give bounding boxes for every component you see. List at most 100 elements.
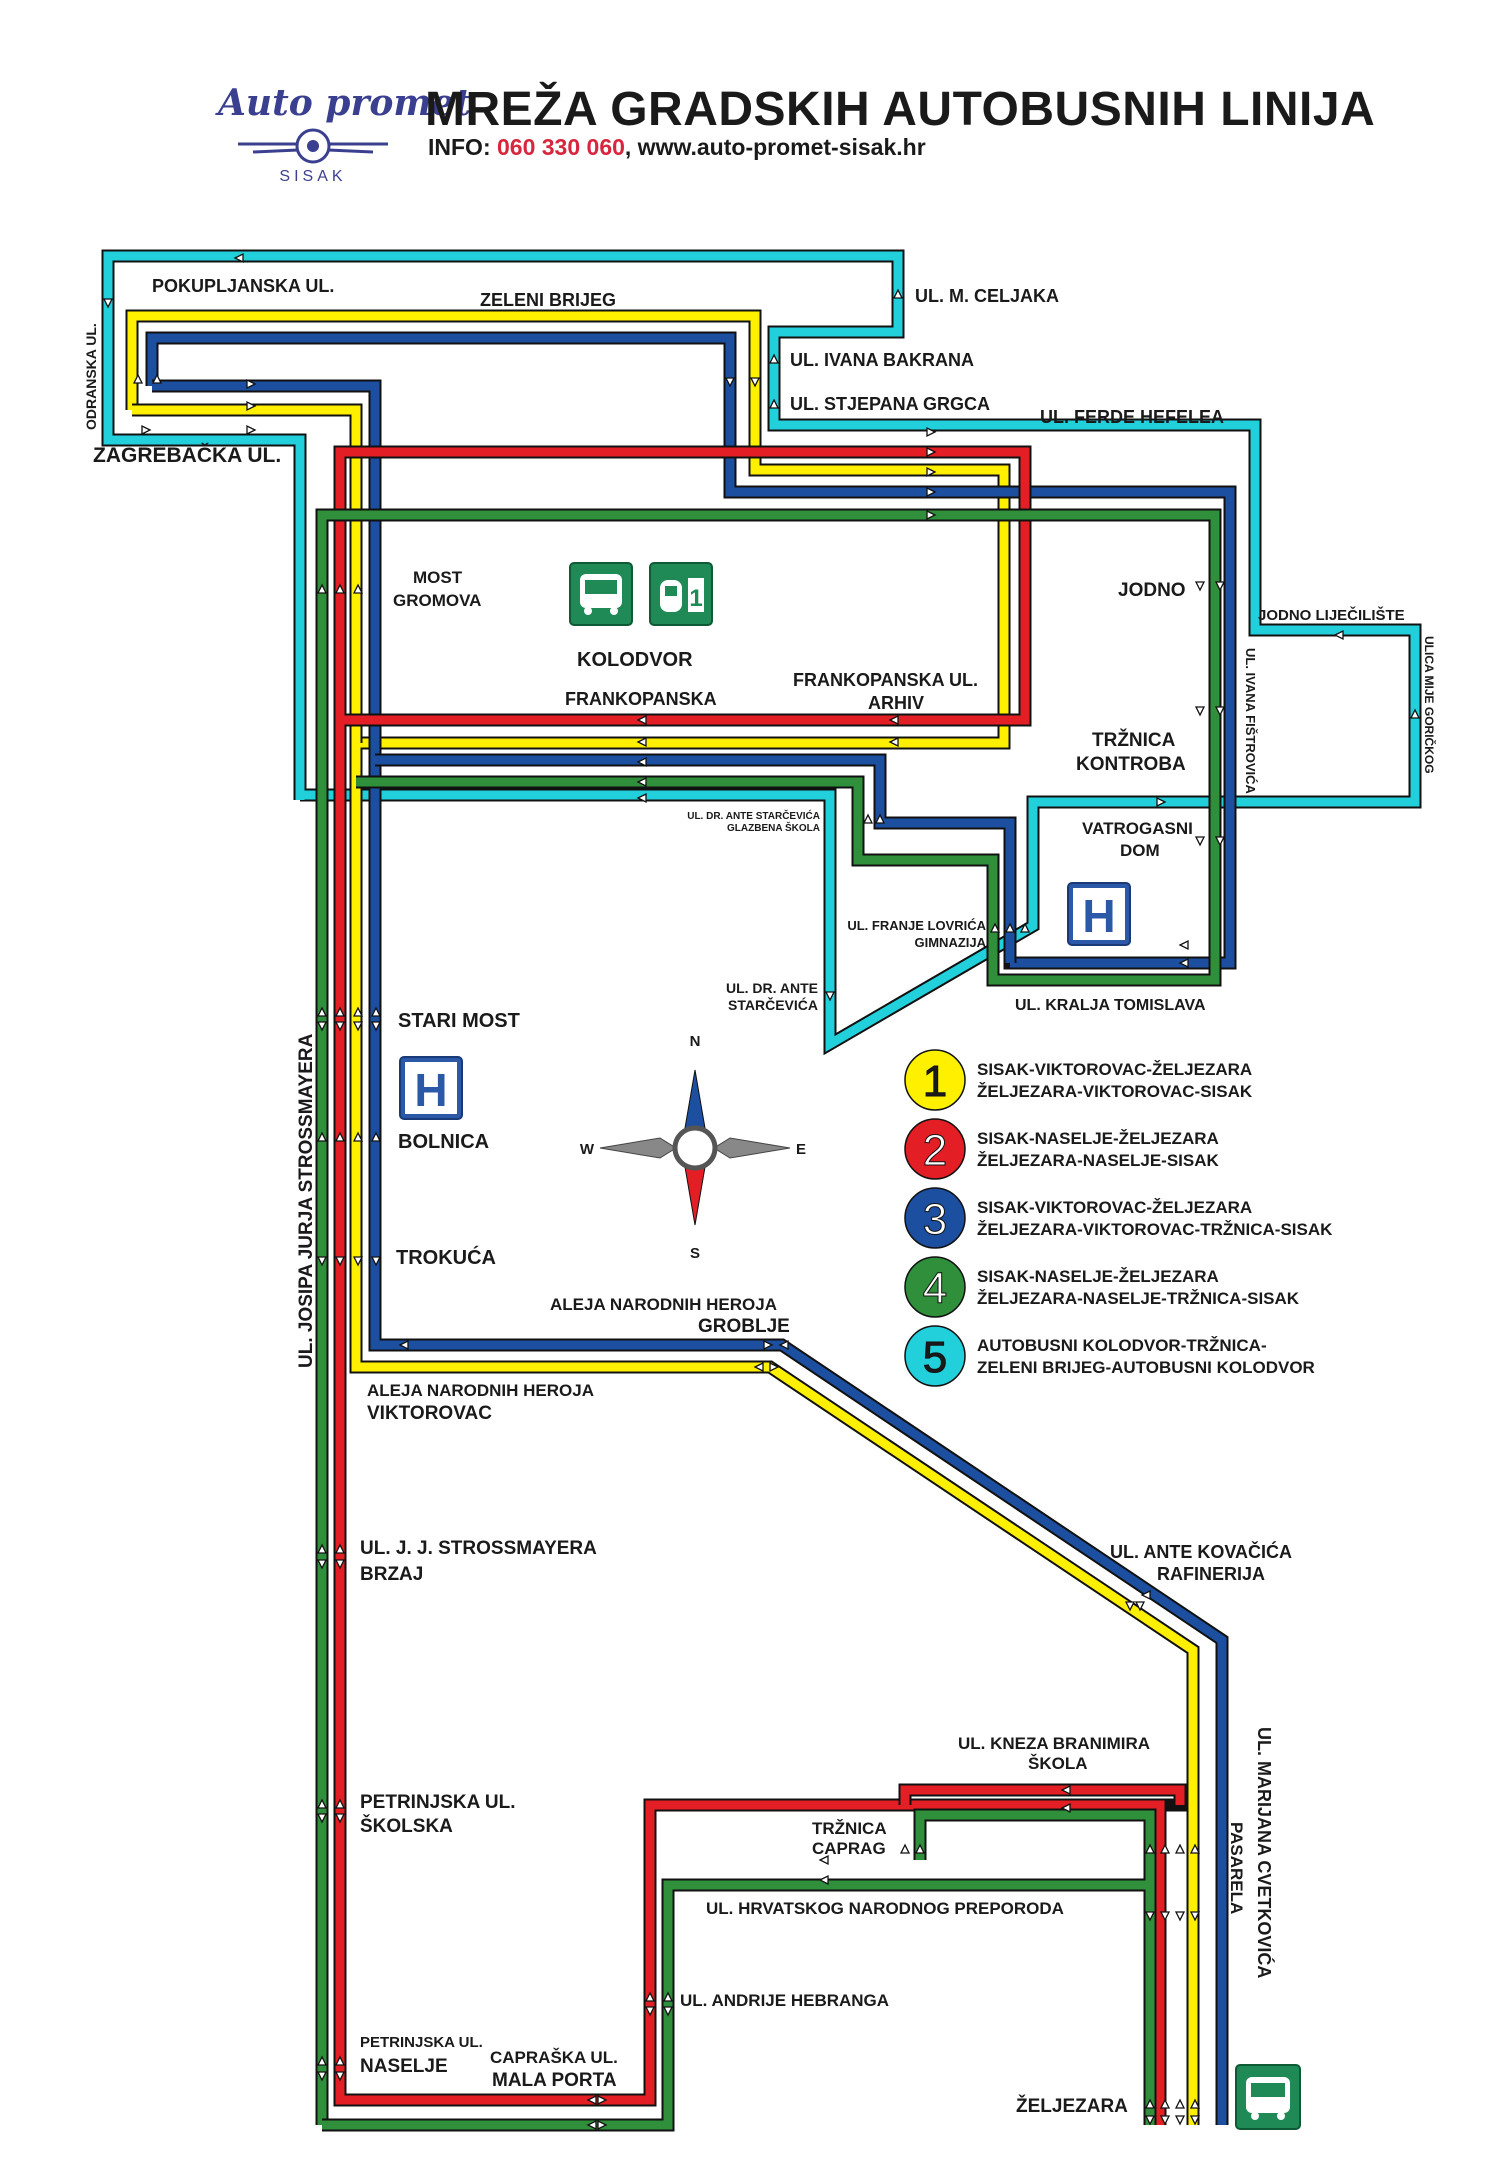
label-aleja-viktorovac-1: ALEJA NARODNIH HEROJA (367, 1381, 594, 1400)
label-ivana-fistrovica: UL. IVANA FIŠTROVIĆA (1243, 648, 1258, 795)
info-line: INFO: 060 330 060, www.auto-promet-sisak… (428, 134, 926, 161)
info-website: , www.auto-promet-sisak.hr (624, 134, 926, 160)
legend-text-3-2: ŽELJEZARA-VIKTOROVAC-TRŽNICA-SISAK (977, 1220, 1333, 1239)
legend-swatch-5 (904, 1325, 966, 1387)
route-line-3 (145, 331, 1237, 2125)
label-petrinjska-naselje-2: NASELJE (360, 2056, 448, 2077)
legend-text-3-1: SISAK-VIKTOROVAC-ŽELJEZARA (977, 1198, 1252, 1217)
label-kolodvor: KOLODVOR (577, 649, 693, 671)
label-frankopanska-arhiv-2: ARHIV (868, 693, 924, 713)
legend-text-4-1: SISAK-NASELJE-ŽELJEZARA (977, 1267, 1219, 1286)
legend-number-5: 5 (923, 1333, 947, 1382)
label-zagrebacka: ZAGREBAČKA UL. (93, 443, 281, 467)
svg-text:1: 1 (689, 585, 702, 612)
page-title: MREŽA GRADSKIH AUTOBUSNIH LINIJA (425, 83, 1376, 136)
route-line-1 (125, 309, 1200, 2125)
label-stari-most: STARI MOST (398, 1010, 520, 1032)
label-capraska-2: MALA PORTA (492, 2070, 617, 2091)
label-trznica-kontroba-2: KONTROBA (1076, 754, 1186, 775)
legend-item-5: 5 AUTOBUSNI KOLODVOR-TRŽNICA- ZELENI BRIJE… (904, 1325, 1315, 1387)
label-starcevica-1: UL. DR. ANTE (726, 980, 818, 996)
label-jj-strossmayera-1: UL. J. J. STROSSMAYERA (360, 1538, 597, 1559)
label-starcevica-glazbena-2: GLAZBENA ŠKOLA (727, 821, 820, 834)
label-trznica-caprag-1: TRŽNICA (812, 1819, 887, 1838)
label-hrvatskog-preporoda: UL. HRVATSKOG NARODNOG PREPORODA (706, 1899, 1064, 1918)
train-station-icon: 1 (649, 562, 713, 626)
legend-text-1-2: ŽELJEZARA-VIKTOROVAC-SISAK (977, 1082, 1253, 1101)
label-jodno: JODNO (1118, 580, 1186, 601)
info-prefix: INFO: (428, 134, 497, 160)
route-line-5 (101, 249, 1422, 1056)
label-franje-lovrica-1: UL. FRANJE LOVRIĆA (847, 918, 986, 933)
legend-text-2-2: ŽELJEZARA-NASELJE-SISAK (977, 1151, 1220, 1170)
trunk-stop-markers (316, 1006, 1201, 2131)
label-frankopanska: FRANKOPANSKA (565, 689, 717, 709)
bus-station-icon (569, 562, 633, 626)
legend-text-5-1: AUTOBUSNI KOLODVOR-TRŽNICA- (977, 1336, 1267, 1355)
legend-swatch-3 (904, 1187, 966, 1249)
label-vatrogasni-1: VATROGASNI (1082, 819, 1193, 838)
label-zeleni-brijeg: ZELENI BRIJEG (480, 290, 616, 310)
bus-station-icon-zeljezara (1235, 2064, 1301, 2130)
label-starcevica-2: STARČEVIĆA (728, 996, 818, 1013)
label-kovacica-1: UL. ANTE KOVAČIĆA (1110, 1541, 1292, 1562)
route-line-2 (333, 445, 1187, 2125)
label-marijana-cvetkovica: UL. MARIJANA CVETKOVIĆA (1254, 1727, 1275, 1978)
label-frankopanska-arhiv-1: FRANKOPANSKA UL. (793, 670, 978, 690)
label-most-gromova-2: GROMOVA (393, 591, 481, 610)
label-kneza-branimira-2: ŠKOLA (1028, 1754, 1088, 1773)
label-petrinjska-skolska-1: PETRINJSKA UL. (360, 1792, 516, 1813)
legend-text-5-2: ZELENI BRIJEG-AUTOBUSNI KOLODVOR (977, 1358, 1315, 1377)
label-aleja-groblje-2: GROBLJE (698, 1316, 790, 1337)
label-kovacica-2: RAFINERIJA (1157, 1564, 1265, 1584)
legend-swatch-1 (904, 1049, 966, 1111)
label-jj-strossmayera-2: BRZAJ (360, 1564, 423, 1585)
label-trznica-caprag-2: CAPRAG (812, 1839, 886, 1858)
compass-s: S (690, 1245, 700, 1262)
label-petrinjska-skolska-2: ŠKOLSKA (360, 1815, 453, 1837)
hospital-icon-vatrogasni: H (1067, 882, 1131, 946)
label-ivana-bakrana: UL. IVANA BAKRANA (790, 350, 974, 370)
compass-w: W (580, 1141, 595, 1158)
hospital-icon-bolnica: H (399, 1056, 463, 1120)
label-kneza-branimira-1: UL. KNEZA BRANIMIRA (958, 1734, 1150, 1753)
label-most-gromova-1: MOST (413, 568, 463, 587)
legend-text-2-1: SISAK-NASELJE-ŽELJEZARA (977, 1129, 1219, 1148)
compass-n: N (690, 1033, 701, 1050)
label-m-celjaka: UL. M. CELJAKA (915, 286, 1059, 306)
street-labels: POKUPLJANSKA UL. ZELENI BRIJEG UL. M. CE… (83, 276, 1437, 2117)
label-bolnica: BOLNICA (398, 1131, 489, 1153)
legend-item-2: 2 SISAK-NASELJE-ŽELJEZARA ŽELJEZARA-NASELJ… (904, 1118, 1220, 1180)
label-trznica-kontroba-1: TRŽNICA (1092, 729, 1176, 751)
legend-number-3: 3 (923, 1195, 947, 1244)
label-odranska: ODRANSKA UL. (83, 323, 99, 430)
legend-swatch-2 (904, 1118, 966, 1180)
legend-item-3: 3 SISAK-VIKTOROVAC-ŽELJEZARA ŽELJEZARA-VIK… (904, 1187, 1333, 1249)
svg-text:H: H (1082, 890, 1115, 942)
logo-city: SISAK (279, 168, 347, 185)
legend-number-2: 2 (923, 1126, 947, 1175)
label-andrije-hebranga: UL. ANDRIJE HEBRANGA (680, 1991, 889, 2010)
label-ferde-hefelea: UL. FERDE HEFELEA (1040, 407, 1224, 427)
label-stjepana-grgca: UL. STJEPANA GRGCA (790, 394, 990, 414)
stop-markers (102, 252, 1421, 1002)
label-aleja-groblje-1: ALEJA NARODNIH HEROJA (550, 1295, 777, 1314)
info-phone: 060 330 060 (497, 134, 625, 160)
label-franje-lovrica-2: GIMNAZIJA (915, 935, 987, 950)
label-zeljezara: ŽELJEZARA (1016, 2095, 1128, 2117)
label-vatrogasni-2: DOM (1120, 841, 1160, 860)
label-strossmayera: UL. JOSIPA JURJA STROSSMAYERA (296, 1033, 317, 1368)
label-capraska-1: CAPRAŠKA UL. (490, 2048, 618, 2067)
label-jodno-ljeciliste: JODNO LIJEČILIŠTE (1258, 606, 1405, 624)
legend-number-4: 4 (923, 1264, 947, 1313)
compass-e: E (796, 1141, 806, 1158)
label-starcevica-glazbena-1: UL. DR. ANTE STARČEVIĆA (687, 809, 820, 822)
compass-rose: N S W E (580, 1033, 806, 1262)
legend-text-1-1: SISAK-VIKTOROVAC-ŽELJEZARA (977, 1060, 1252, 1079)
label-kralja-tomislava: UL. KRALJA TOMISLAVA (1015, 997, 1206, 1014)
label-mije-gorickog: ULICA MIJE GORIČKOG (1422, 636, 1437, 774)
